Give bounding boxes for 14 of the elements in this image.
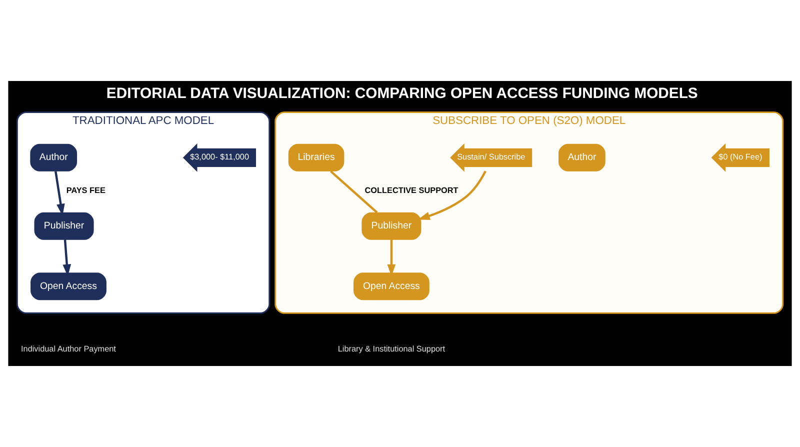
node-box: Author: [558, 144, 606, 172]
node-label: Individual Author Payment: [21, 344, 116, 354]
node-label: Library & Institutional Support: [338, 344, 446, 354]
node-box: Open Access: [30, 272, 106, 300]
node-box: Libraries: [288, 144, 344, 172]
diagram-title: EDITORIAL DATA VISUALIZATION: COMPARING OPEN ACCESS FUNDING MODELS: [106, 86, 698, 102]
connector: [330, 170, 378, 214]
node-box: Open Access: [354, 272, 430, 300]
node-box: Publisher: [34, 212, 94, 240]
node-box: Publisher: [362, 212, 422, 240]
edge-label: COLLECTIVE SUPPORT: [364, 186, 458, 196]
node-box: Author: [30, 144, 78, 172]
arrow: [418, 170, 486, 220]
edge-label: PAYS FEE: [66, 186, 106, 196]
